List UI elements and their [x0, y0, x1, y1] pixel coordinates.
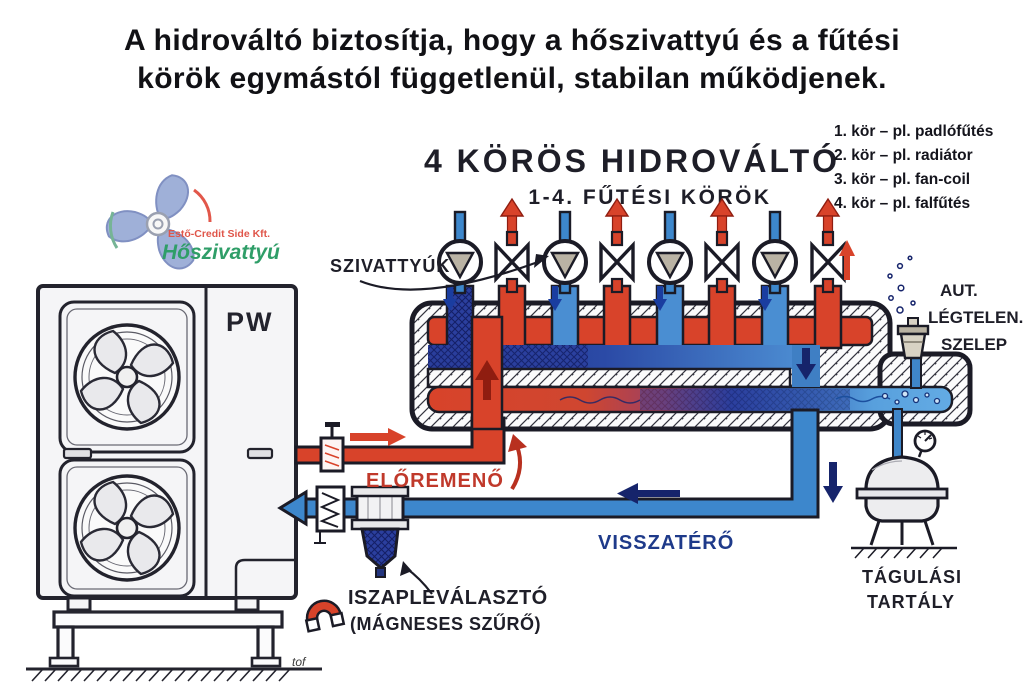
artist-signature: tof — [292, 655, 307, 669]
expansion-tank-label-1: TÁGULÁSI — [862, 566, 962, 587]
separator-baffle — [500, 367, 792, 389]
air-vent-label-2: LÉGTELEN. — [928, 308, 1023, 327]
up-arrow-icon — [475, 360, 499, 400]
ground-hatch — [26, 667, 322, 682]
fan-logo-icon — [105, 174, 212, 270]
headline-line2: körök egymástól függetlenül, stabilan mű… — [137, 62, 887, 95]
heat-pump-unit: PW tof — [26, 284, 322, 682]
up-arrow-icon — [839, 240, 855, 280]
logo: Estő-Credit Side Kft. Hőszivattyú — [105, 174, 280, 270]
legend-item-3: 3. kör – pl. fan-coil — [834, 171, 970, 188]
mud-separator-device — [350, 485, 410, 578]
check-device — [314, 485, 346, 544]
supply-valve-device — [319, 422, 345, 473]
unit-stand — [48, 610, 284, 668]
circuit-legend: 1. kör – pl. padlófűtés 2. kör – pl. rad… — [834, 123, 993, 212]
diagram-title: 4 KÖRÖS HIDROVÁLTÓ — [424, 143, 840, 179]
down-arrow-icon — [796, 364, 816, 380]
air-vent-device — [896, 317, 930, 389]
headline: A hidrováltó biztosítja, hogy a hőszivat… — [124, 24, 900, 95]
mud-separator-label-2: (MÁGNESES SZŰRŐ) — [350, 613, 541, 634]
diagram-subtitle: 1-4. FŰTÉSI KÖRÖK — [528, 186, 771, 209]
expansion-tank-label-2: TARTÁLY — [867, 591, 955, 612]
pumps-label: SZIVATTYÚK — [330, 255, 450, 276]
legend-item-4: 4. kör – pl. falfűtés — [834, 195, 970, 212]
legend-item-1: 1. kör – pl. padlófűtés — [834, 123, 993, 140]
air-vent-label-3: SZELEP — [941, 335, 1007, 354]
unit-label: PW — [226, 307, 274, 337]
expansion-tank — [851, 429, 957, 559]
logo-brand: Hőszivattyú — [162, 241, 280, 264]
return-label: VISSZATÉRŐ — [598, 531, 734, 554]
legend-item-2: 2. kör – pl. radiátor — [834, 147, 973, 164]
pumps-pointer-arrow — [359, 254, 549, 291]
mud-separator-pointer-arrow — [400, 561, 433, 595]
air-vent-label: AUT. LÉGTELEN. SZELEP — [928, 281, 1023, 354]
air-vent-label-1: AUT. — [940, 281, 978, 300]
air-bubbles — [881, 390, 941, 405]
supply-pipe — [294, 416, 506, 465]
left-arrowhead-icon — [277, 489, 308, 527]
fan-icon — [73, 323, 181, 431]
left-arrow-icon — [617, 483, 680, 504]
supply-label: ELŐREMENŐ — [366, 469, 504, 492]
vent-bubbles — [887, 255, 916, 314]
magnet-icon — [304, 599, 346, 633]
tank-pipe — [892, 408, 903, 460]
right-arrow-icon — [350, 428, 406, 446]
fan-icon — [73, 474, 181, 582]
down-arrow-icon — [823, 462, 843, 503]
mud-separator-label-1: ISZAPLEVÁLASZTÓ — [348, 585, 548, 609]
supply-pointer-arrow — [508, 434, 527, 491]
logo-company: Estő-Credit Side Kft. — [168, 228, 270, 240]
headline-line1: A hidrováltó biztosítja, hogy a hőszivat… — [124, 24, 900, 57]
circuit-connections — [437, 197, 855, 313]
